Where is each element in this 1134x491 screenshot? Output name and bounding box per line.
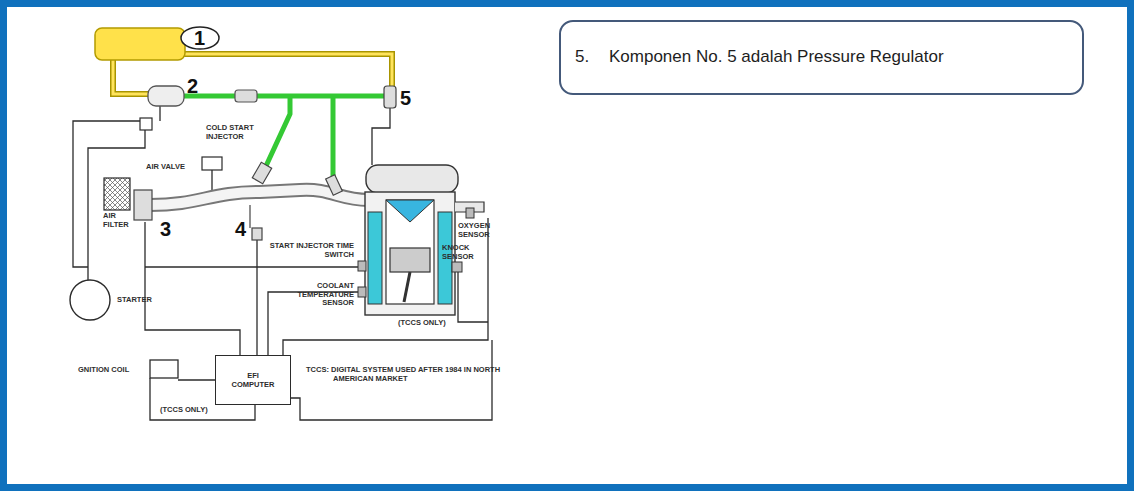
part-label: START INJECTOR TIME SWITCH bbox=[268, 242, 354, 259]
part-label: AIR FILTER bbox=[103, 212, 137, 229]
engine bbox=[358, 165, 484, 315]
injector bbox=[326, 175, 343, 196]
engine-part bbox=[368, 212, 382, 304]
list-number: 5. bbox=[575, 47, 589, 67]
part-label: COLD START INJECTOR bbox=[206, 124, 262, 141]
engine-part bbox=[358, 261, 366, 271]
engine-part bbox=[466, 208, 474, 218]
fuel-return-line-part bbox=[183, 54, 392, 86]
fuel-return-line-part bbox=[113, 60, 148, 94]
part-label: STARTER bbox=[117, 296, 152, 305]
wiring-part bbox=[372, 108, 390, 165]
part-label: AIR VALVE bbox=[146, 163, 185, 172]
note-label: (TCCS ONLY) bbox=[160, 406, 208, 415]
wiring-part bbox=[145, 222, 240, 355]
cold-start-injector bbox=[252, 162, 271, 184]
part-label: COOLANT TEMPERATURE SENSOR bbox=[290, 282, 354, 308]
callout-number: 4 bbox=[235, 219, 246, 239]
engine-part bbox=[404, 272, 410, 302]
callout-text: Komponen No. 5 adalah Pressure Regulator bbox=[609, 47, 944, 67]
fuel-return-line-part bbox=[183, 54, 392, 86]
fuel-pressure-line bbox=[184, 96, 385, 178]
engine-part bbox=[386, 200, 434, 222]
engine-part bbox=[358, 287, 366, 297]
wiring-part bbox=[256, 240, 257, 355]
fuel-pressure-line-part bbox=[184, 94, 385, 99]
callout-number: 5 bbox=[400, 88, 411, 108]
fuel-tank bbox=[95, 28, 185, 60]
fuel-return-line-part bbox=[113, 60, 148, 94]
fuel-filter bbox=[148, 86, 184, 106]
callout-oval bbox=[181, 27, 219, 49]
callout-number: 2 bbox=[187, 76, 198, 96]
throttle-shaft bbox=[249, 205, 250, 228]
engine-part bbox=[365, 192, 455, 315]
air-flow-meter bbox=[134, 190, 152, 220]
air-valve bbox=[202, 157, 222, 170]
engine-part bbox=[366, 165, 458, 193]
part-label: GNITION COIL bbox=[78, 366, 129, 375]
pressure-regulator bbox=[384, 86, 396, 108]
box-label: EFI COMPUTER bbox=[225, 371, 281, 389]
pulsation-damper bbox=[235, 90, 257, 102]
callout-number: 1 bbox=[194, 28, 205, 48]
part-label: OXYGEN SENSOR bbox=[458, 222, 502, 239]
pump-relay bbox=[140, 118, 152, 130]
part-label: KNOCK SENSOR bbox=[442, 244, 486, 261]
callout-number: 3 bbox=[160, 219, 171, 239]
engine-part bbox=[452, 262, 462, 272]
starter-motor bbox=[70, 280, 110, 320]
wiring-part bbox=[458, 270, 488, 322]
ignition-coil bbox=[150, 360, 178, 378]
note-label: TCCS: DIGITAL SYSTEM USED AFTER 1984 IN … bbox=[306, 366, 505, 383]
engine-part bbox=[386, 200, 434, 304]
throttle-sensor bbox=[252, 228, 262, 240]
wiring-part bbox=[145, 266, 358, 267]
callout-box: 5. Komponen No. 5 adalah Pressure Regulat… bbox=[559, 20, 1084, 95]
wiring-part bbox=[178, 379, 215, 380]
ecu-box: EFI COMPUTER bbox=[215, 355, 291, 405]
fuel-pressure-line-part bbox=[266, 96, 290, 166]
fuel-pressure-line-part bbox=[331, 96, 336, 178]
note-label: (TCCS ONLY) bbox=[398, 319, 446, 328]
wiring-part bbox=[159, 106, 160, 121]
engine-part bbox=[390, 248, 430, 272]
air-filter bbox=[104, 178, 130, 210]
